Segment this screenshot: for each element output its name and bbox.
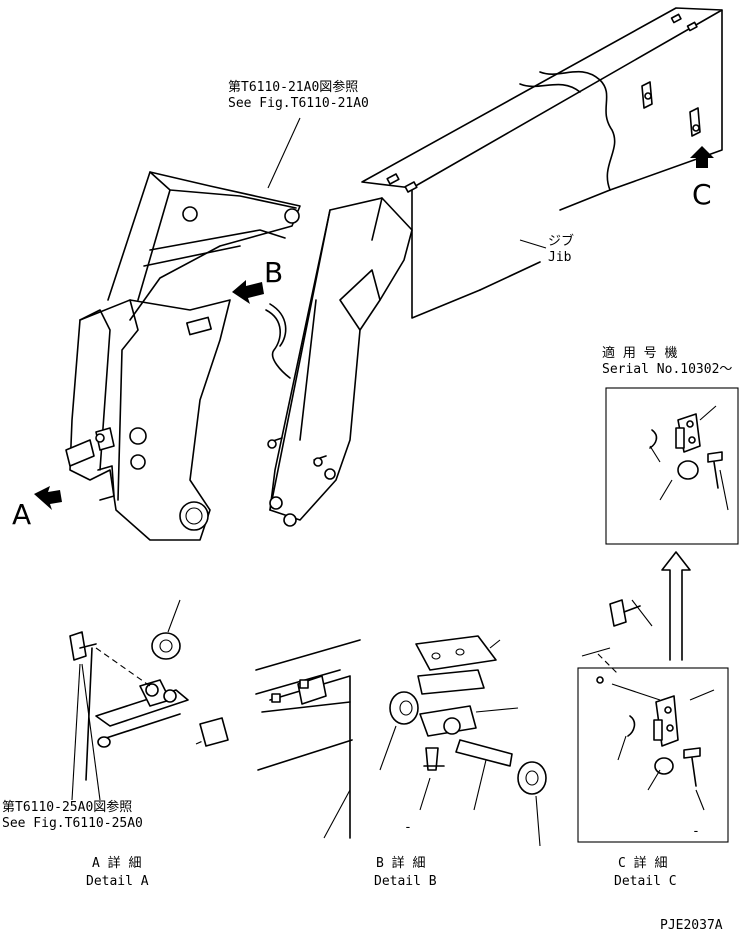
detail-c [577, 599, 729, 843]
serial-jp: 適 用 号 機 [602, 346, 678, 361]
detail-a [69, 599, 229, 801]
detail-a-jp: A 詳 細 [92, 856, 142, 871]
marker-c: C [692, 178, 712, 211]
callout-fig21-en: See Fig.T6110-21A0 [228, 96, 369, 111]
serial-en: Serial No.10302～ [602, 362, 733, 377]
detail-c-en: Detail C [614, 874, 677, 889]
detail-c-jp: C 詳 細 [618, 856, 668, 871]
callout-fig21-jp: 第T6110-21A0図参照 [228, 80, 359, 95]
callout-fig25-jp: 第T6110-25A0図参照 [2, 800, 133, 815]
jib-assembly [265, 7, 723, 527]
arrow-b-icon [232, 280, 264, 304]
detail-b-en: Detail B [374, 874, 437, 889]
serial-inset [605, 387, 739, 661]
marker-a: A [12, 498, 32, 531]
detail-b [255, 635, 547, 847]
detail-a-en: Detail A [86, 874, 149, 889]
dash-mark-c: - [692, 824, 700, 839]
dash-mark-b: - [404, 820, 412, 835]
bracket-assembly [65, 171, 301, 541]
callout-fig25-en: See Fig.T6110-25A0 [2, 816, 143, 831]
detail-b-jp: B 詳 細 [376, 856, 426, 871]
drawing-code: PJE2037A [660, 918, 723, 933]
jib-label-jp: ジブ [548, 234, 575, 249]
jib-label-en: Jib [548, 250, 572, 265]
arrow-c-icon [690, 146, 714, 168]
arrow-a-icon [34, 486, 62, 510]
marker-b: B [264, 256, 284, 289]
